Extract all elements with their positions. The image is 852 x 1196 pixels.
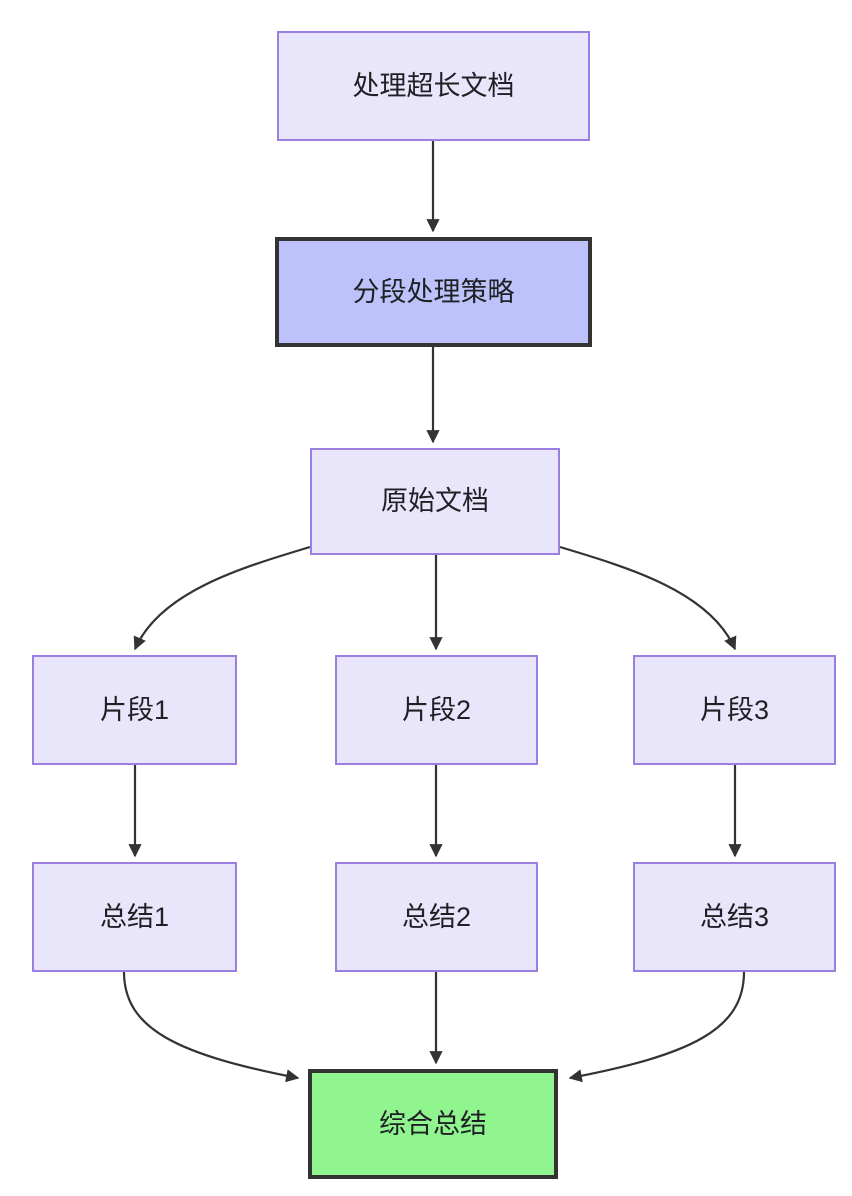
node-summary-3[interactable]: 总结3 [633,862,836,972]
node-label: 总结3 [699,901,770,932]
node-label: 片段2 [401,694,472,725]
edge-sum3-to-final [568,971,746,1083]
edge-source-to-chunk3 [559,545,737,651]
edge-source-to-chunk1 [133,545,311,651]
node-label: 总结1 [99,901,170,932]
node-combined-summary[interactable]: 综合总结 [308,1069,558,1179]
node-summary-2[interactable]: 总结2 [335,862,538,972]
node-summary-1[interactable]: 总结1 [32,862,237,972]
node-label: 处理超长文档 [352,70,515,101]
node-chunk-2[interactable]: 片段2 [335,655,538,765]
node-chunking-strategy[interactable]: 分段处理策略 [275,237,592,347]
node-label: 片段1 [99,694,170,725]
node-label: 分段处理策略 [352,276,515,307]
node-chunk-3[interactable]: 片段3 [633,655,836,765]
node-label: 片段3 [699,694,770,725]
node-process-long-document[interactable]: 处理超长文档 [277,31,590,141]
node-chunk-1[interactable]: 片段1 [32,655,237,765]
node-label: 总结2 [401,901,472,932]
node-label: 原始文档 [381,486,489,517]
edge-sum1-to-final [122,971,300,1083]
node-source-document[interactable]: 原始文档 [310,448,560,555]
node-label: 综合总结 [379,1108,487,1139]
